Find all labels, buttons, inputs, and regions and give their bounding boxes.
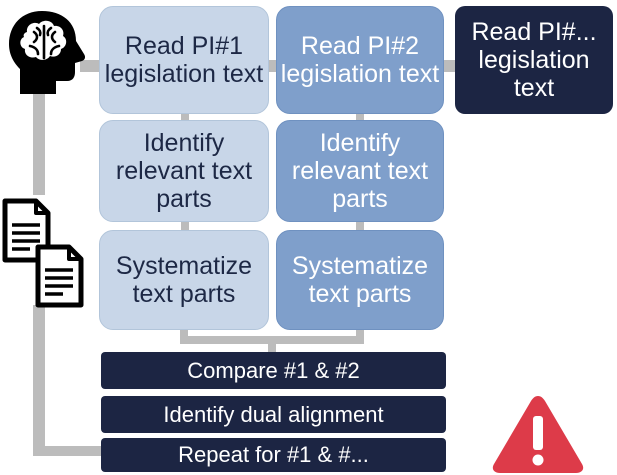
connector-col2-vertical-a xyxy=(356,110,364,124)
step-identify-dual-alignment: Identify dual alignment xyxy=(101,396,446,433)
connector-col2-vertical-b xyxy=(356,220,364,234)
step-read-pi-more: Read PI#... legislation text xyxy=(455,6,613,114)
step-identify-pi2: Identify relevant text parts xyxy=(276,120,444,222)
connector-documents-to-repeat xyxy=(33,305,45,451)
connector-col1-down xyxy=(180,326,188,340)
connector-col1-vertical-a xyxy=(181,110,189,124)
step-repeat: Repeat for #1 & #... xyxy=(101,438,446,472)
connector-head-to-read1 xyxy=(80,60,102,72)
step-compare: Compare #1 & #2 xyxy=(101,352,446,389)
head-brain-icon xyxy=(4,8,88,98)
connector-col2-down xyxy=(356,326,364,340)
step-identify-pi1: Identify relevant text parts xyxy=(99,120,269,222)
documents-icon xyxy=(0,195,90,310)
warning-icon xyxy=(488,392,588,474)
step-read-pi2: Read PI#2 legislation text xyxy=(276,6,444,114)
connector-head-to-documents xyxy=(33,92,45,195)
connector-repeat-horizontal xyxy=(33,446,101,456)
step-systematize-pi2: Systematize text parts xyxy=(276,230,444,330)
connector-merge-down xyxy=(268,336,276,356)
step-systematize-pi1: Systematize text parts xyxy=(99,230,269,330)
connector-col1-vertical-b xyxy=(181,220,189,234)
step-read-pi1: Read PI#1 legislation text xyxy=(99,6,269,114)
